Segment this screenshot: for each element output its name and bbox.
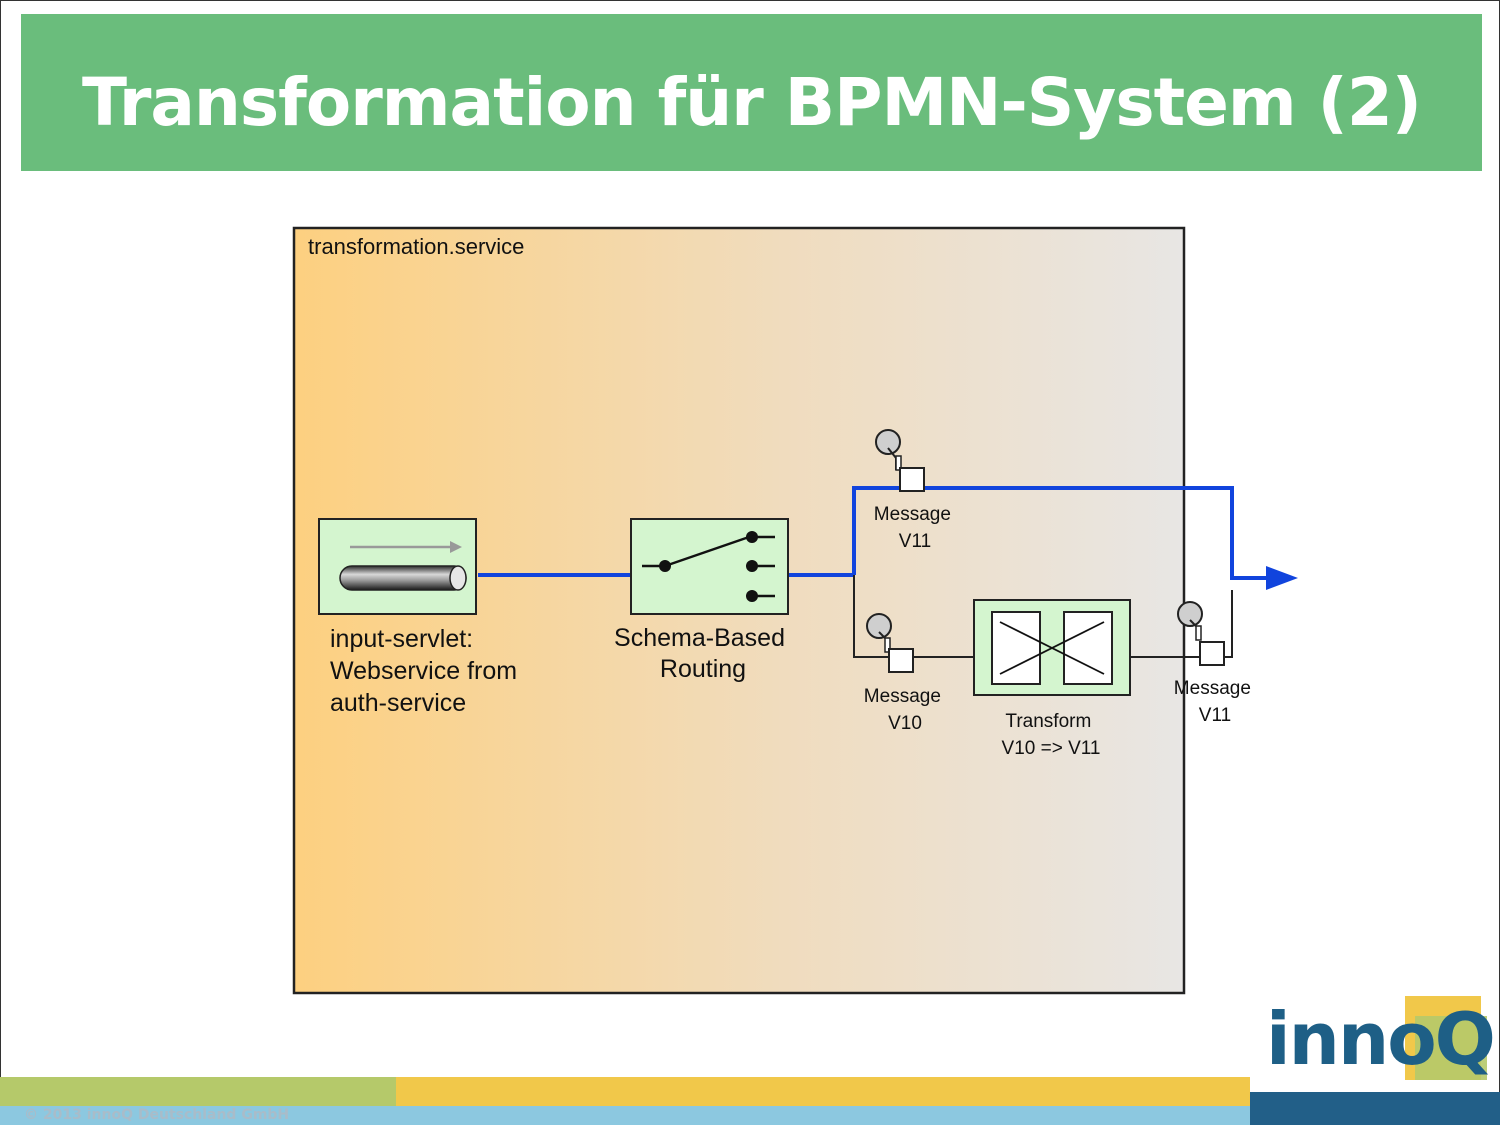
copyright-text: © 2013 innoQ Deutschland GmbH	[24, 1107, 290, 1123]
flow-lines	[478, 486, 1298, 658]
message-top-icon	[875, 429, 925, 492]
title-bar: Transformation für BPMN-System (2)	[21, 14, 1482, 171]
message-mid-icon	[866, 613, 914, 673]
flow-bottom-branch	[853, 575, 1233, 658]
slide-title: Transformation für BPMN-System (2)	[82, 64, 1422, 141]
message-mid-label: Message V10	[864, 686, 946, 734]
transform-node	[973, 599, 1131, 696]
container-label: transformation.service	[308, 234, 524, 259]
footer-band-lightblue	[0, 1106, 1250, 1125]
input-servlet-node	[318, 518, 477, 615]
innoq-logo: innoQ	[1262, 996, 1496, 1082]
footer-band-green	[0, 1077, 396, 1109]
message-right-icon	[1177, 601, 1225, 666]
footer-band-darkblue	[1250, 1092, 1500, 1125]
logo-box-green	[1415, 1016, 1487, 1080]
router-node	[630, 518, 789, 615]
logo-text: innoQ	[1266, 997, 1496, 1081]
transform-label: Transform V10 => V11	[1002, 711, 1101, 759]
input-servlet-label: input-servlet: Webservice from auth-serv…	[330, 625, 524, 717]
footer-band-yellow	[396, 1077, 1250, 1109]
message-top-label: Message V11	[874, 504, 956, 552]
flow-top-branch	[852, 486, 1268, 580]
router-label: Schema-Based Routing	[614, 624, 792, 683]
message-right-label: Message V11	[1174, 678, 1256, 726]
flow-arrowhead	[1266, 566, 1298, 590]
